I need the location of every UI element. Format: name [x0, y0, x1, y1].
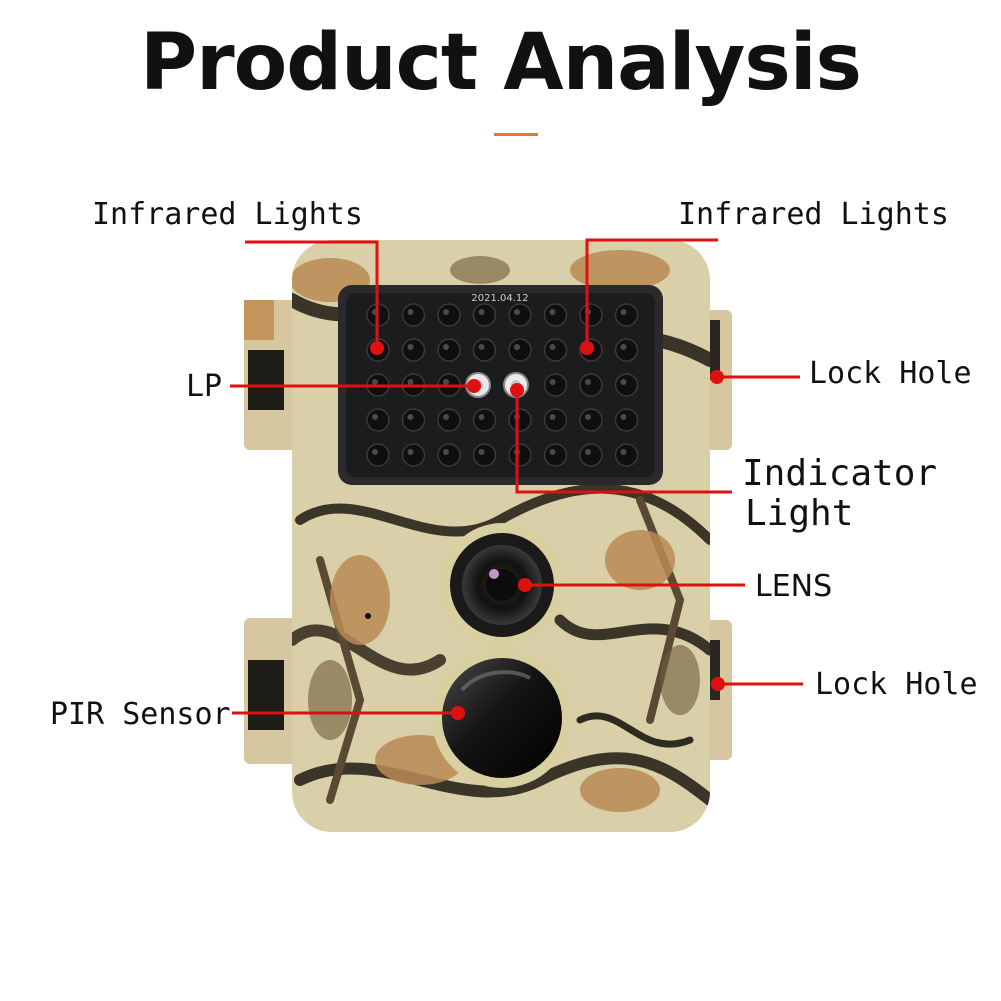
led-highlight — [372, 414, 378, 420]
page-title: Product Analysis — [140, 18, 862, 108]
led-highlight — [549, 449, 556, 455]
infrared-led-icon — [401, 338, 426, 362]
led-highlight — [478, 414, 485, 420]
callout-dots — [370, 341, 725, 720]
led-highlight — [407, 309, 414, 315]
infrared-led-icon — [472, 443, 497, 467]
led-highlight — [620, 449, 627, 455]
infrared-led-icon — [580, 341, 594, 355]
callout-indicator-line2: Light — [745, 493, 854, 534]
led-highlight — [478, 449, 485, 455]
infrared-led-icon — [614, 443, 639, 467]
led-highlight — [549, 379, 556, 385]
infrared-led-icon — [614, 408, 639, 432]
led-highlight — [443, 379, 449, 385]
led-highlight — [620, 414, 627, 420]
title-accent-bar — [494, 133, 538, 136]
led-highlight — [407, 449, 414, 455]
infrared-led-icon — [508, 443, 532, 467]
led-highlight — [620, 309, 627, 315]
callout-indicator-line1: Indicator — [742, 453, 938, 494]
infrared-led-icon — [366, 443, 390, 467]
led-highlight — [478, 344, 485, 350]
callout-line-infrared-left — [245, 240, 379, 345]
infrared-led-icon — [579, 408, 603, 432]
infrared-led-icon — [472, 408, 497, 432]
infrared-led-icon — [508, 338, 532, 362]
led-highlight — [443, 344, 449, 350]
led-highlight — [443, 414, 449, 420]
infrared-led-icon — [437, 303, 461, 327]
callout-lens: LENS — [755, 569, 833, 604]
infrared-led-icon — [401, 408, 426, 432]
lens-icon — [440, 523, 564, 647]
infrared-led-icon — [614, 338, 639, 362]
infrared-led-icon — [508, 408, 532, 432]
date-stamp: 2021.04.12 — [471, 293, 528, 304]
infrared-led-icon — [543, 408, 568, 432]
led-highlight — [478, 309, 485, 315]
led-highlight — [549, 344, 556, 350]
infrared-led-icon — [437, 443, 461, 467]
callout-lock-hole-bottom: Lock Hole — [815, 667, 978, 702]
infrared-led-icon — [437, 408, 461, 432]
led-highlight — [372, 379, 378, 385]
callout-lock-hole-top: Lock Hole — [809, 356, 972, 391]
infrared-led-icon — [614, 373, 639, 397]
led-highlight — [443, 449, 449, 455]
led-highlight — [585, 449, 591, 455]
led-highlight — [620, 379, 627, 385]
infrared-led-icon — [472, 303, 497, 327]
infrared-led-icon — [472, 338, 497, 362]
led-highlight — [514, 309, 520, 315]
callout-lines — [230, 238, 803, 715]
lock-hole-icon — [710, 370, 724, 384]
infrared-led-icon — [401, 303, 426, 327]
led-highlight — [372, 449, 378, 455]
led-highlight — [549, 414, 556, 420]
callout-pir: PIR Sensor — [50, 697, 231, 732]
left-bracket-bottom — [244, 618, 298, 764]
callout-lp: LP — [186, 369, 223, 404]
led-highlight — [549, 309, 556, 315]
microphone-hole — [365, 613, 371, 619]
callout-line-infrared-right — [585, 238, 718, 345]
infrared-led-icon — [543, 373, 568, 397]
led-highlight — [585, 379, 591, 385]
callout-infrared-right: Infrared Lights — [678, 197, 949, 232]
ir-led-grid — [366, 303, 639, 467]
led-highlight — [407, 414, 414, 420]
led-highlight — [620, 344, 627, 350]
lock-hole-icon — [711, 677, 725, 691]
infrared-led-icon — [366, 408, 390, 432]
infrared-led-icon — [543, 338, 568, 362]
left-bracket-top — [244, 300, 298, 450]
led-highlight — [585, 414, 591, 420]
led-highlight — [514, 344, 520, 350]
infrared-led-icon — [508, 303, 532, 327]
callout-infrared-left: Infrared Lights — [92, 197, 363, 232]
infrared-led-icon — [579, 443, 603, 467]
infrared-led-icon — [579, 373, 603, 397]
infrared-led-icon — [543, 443, 568, 467]
infrared-led-icon — [543, 303, 568, 327]
led-highlight — [407, 379, 414, 385]
infrared-led-icon — [579, 303, 603, 327]
infrared-led-icon — [370, 341, 384, 355]
led-highlight — [443, 309, 449, 315]
infrared-led-icon — [401, 443, 426, 467]
infrared-led-icon — [437, 338, 461, 362]
ir-panel — [338, 285, 663, 485]
infrared-led-icon — [614, 303, 639, 327]
pir-sensor-icon — [432, 648, 572, 788]
callout-line-indicator — [515, 390, 732, 494]
led-highlight — [407, 344, 414, 350]
